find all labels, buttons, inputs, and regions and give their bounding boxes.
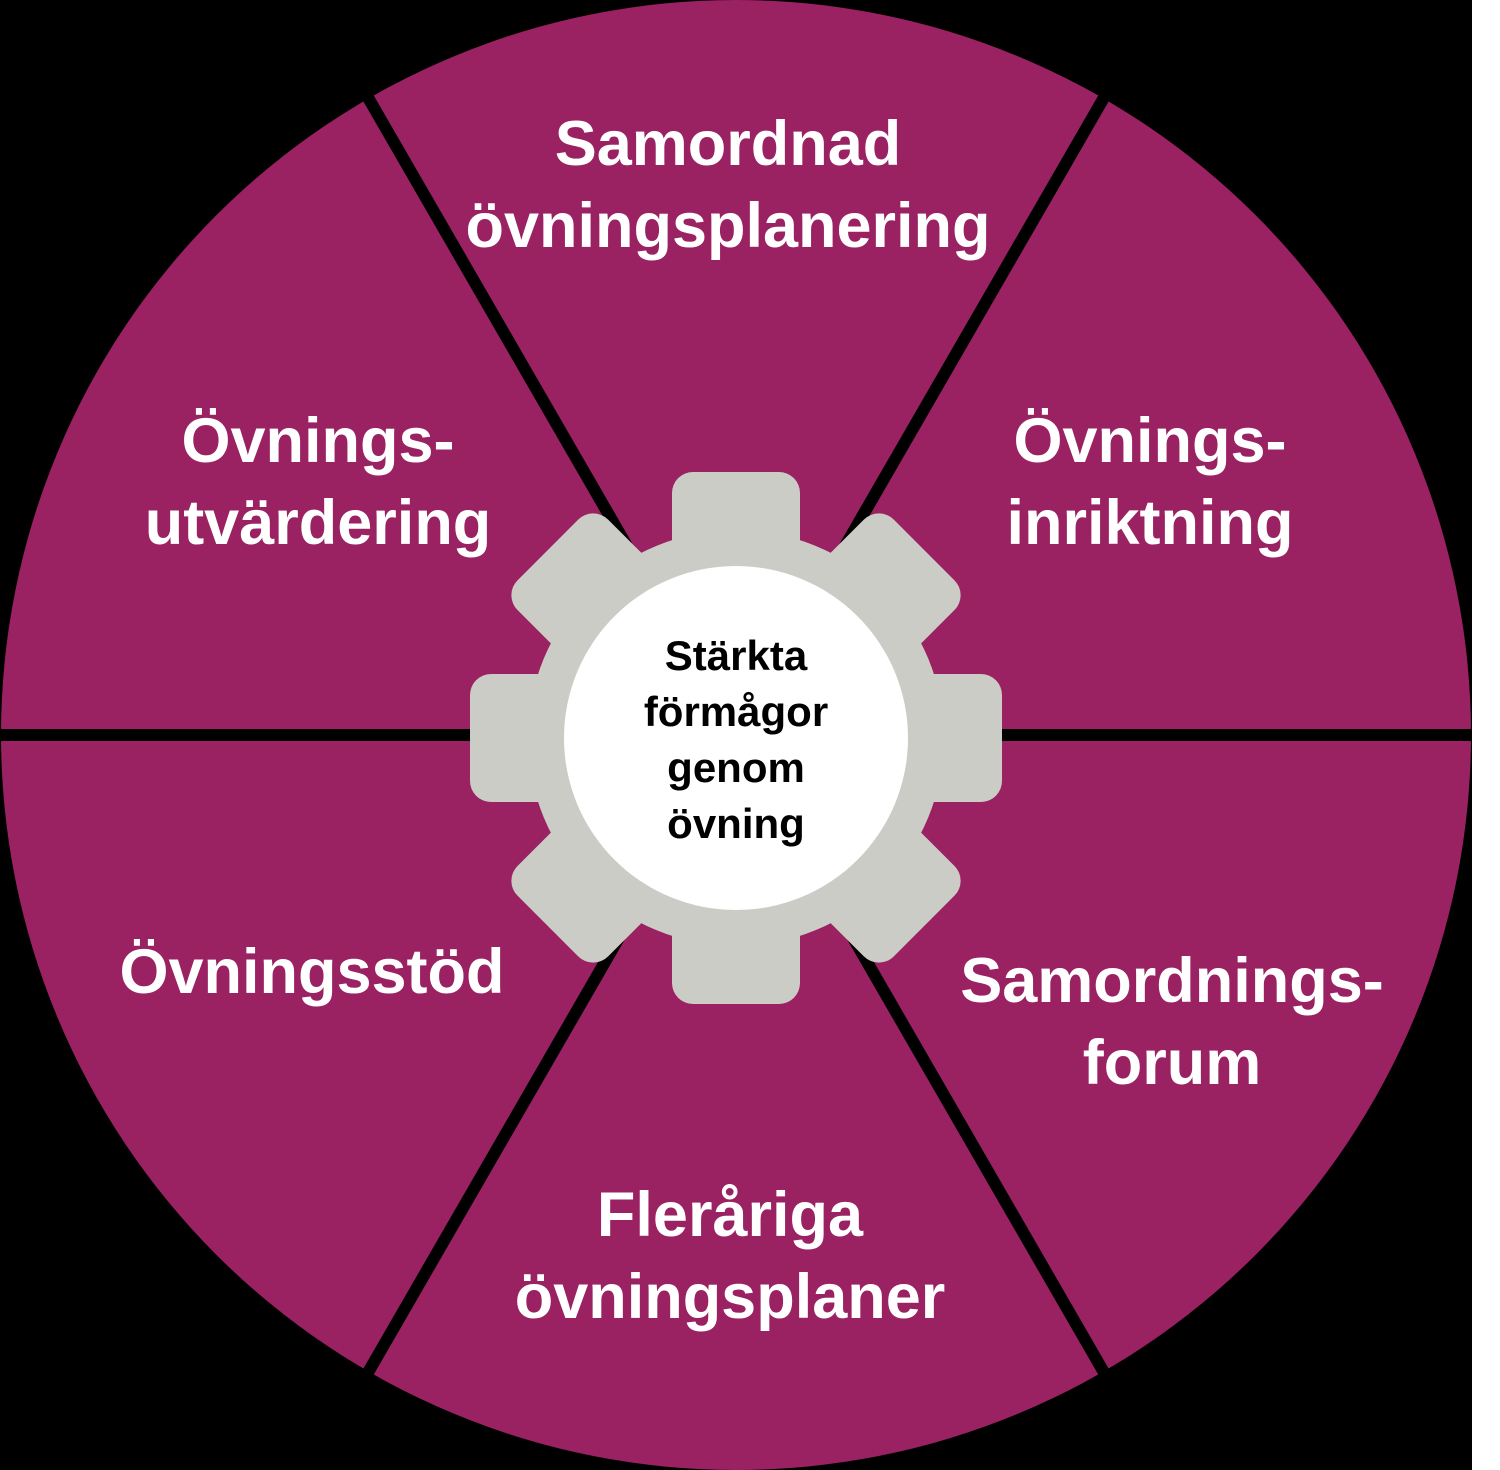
segment-label-samordningsforum: Samordnings- forum <box>960 946 1384 1098</box>
segment-label-ovningsutvardering: Övnings- utvärdering <box>144 406 492 558</box>
segment-label-ovningsstod: Övningsstöd <box>119 937 505 1007</box>
segment-label-flerariga-ovningsplaner: Fleråriga övningsplaner <box>514 1180 946 1332</box>
segment-label-ovningsinriktning: Övnings- inriktning <box>1006 406 1294 558</box>
hub-label: Stärkta förmågor genom övning <box>643 632 829 847</box>
segment-label-samordnad-ovningsplanering: Samordnad övningsplanering <box>465 109 991 261</box>
gear-center-circle <box>564 566 908 910</box>
gear-icon <box>470 472 1002 1004</box>
